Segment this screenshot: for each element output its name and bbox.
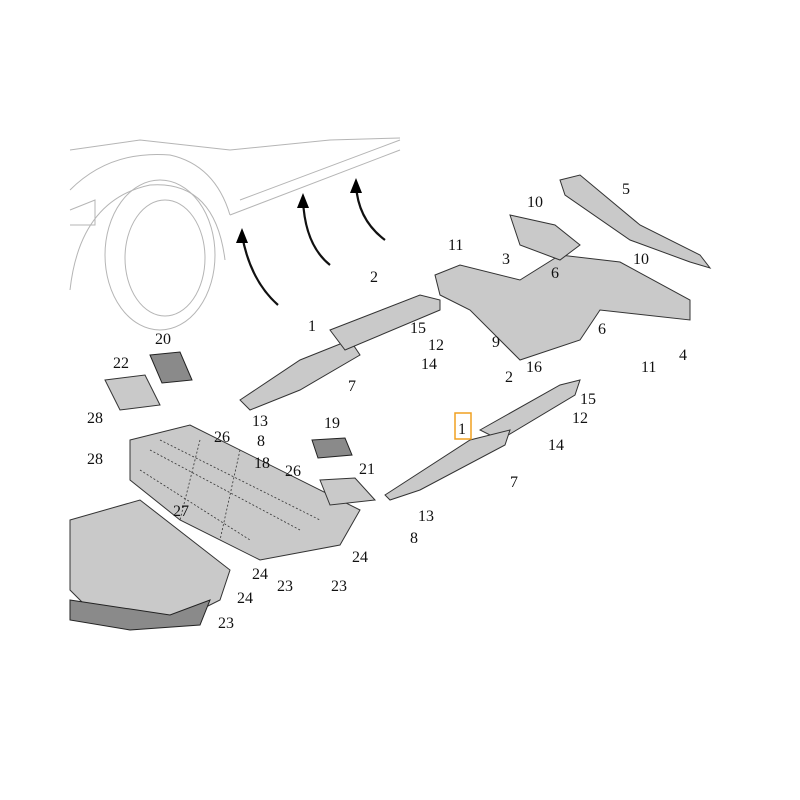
callout[interactable]: 23 — [277, 578, 293, 595]
callout[interactable]: 8 — [410, 530, 418, 547]
callout[interactable]: 24 — [237, 590, 253, 607]
callout[interactable]: 9 — [492, 334, 500, 351]
callout[interactable]: 14 — [421, 356, 437, 373]
callout[interactable]: 13 — [252, 413, 268, 430]
callout[interactable]: 1 — [308, 318, 316, 335]
callout-labels: 20 22 28 28 26 8 18 27 24 23 24 23 19 26… — [87, 181, 687, 632]
callout[interactable]: 23 — [331, 578, 347, 595]
callout[interactable]: 24 — [352, 549, 368, 566]
bracket-22 — [104, 374, 161, 411]
callout[interactable]: 28 — [87, 410, 103, 427]
callout[interactable]: 16 — [526, 359, 542, 376]
callout[interactable]: 10 — [633, 251, 649, 268]
callout[interactable]: 15 — [410, 320, 426, 337]
callout[interactable]: 7 — [510, 474, 518, 491]
bracket-20 — [149, 351, 193, 384]
callout[interactable]: 26 — [285, 463, 301, 480]
side-cover-right — [384, 379, 581, 501]
callout[interactable]: 6 — [598, 321, 606, 338]
vehicle-outline — [69, 137, 401, 331]
callout[interactable]: 12 — [428, 337, 444, 354]
callout[interactable]: 5 — [622, 181, 630, 198]
callout[interactable]: 6 — [551, 265, 559, 282]
lift-arrows — [236, 178, 386, 306]
callout[interactable]: 12 — [572, 410, 588, 427]
callout-highlighted[interactable]: 1 — [458, 421, 466, 438]
highlight-box — [454, 412, 472, 440]
callout[interactable]: 18 — [254, 455, 270, 472]
callout[interactable]: 24 — [252, 566, 268, 583]
bracket-19 — [311, 437, 353, 459]
callout[interactable]: 15 — [580, 391, 596, 408]
side-cover-left — [239, 294, 441, 411]
callout[interactable]: 28 — [87, 451, 103, 468]
callout[interactable]: 11 — [641, 359, 656, 376]
center-tunnel-cover — [434, 214, 691, 361]
callout[interactable]: 14 — [548, 437, 564, 454]
bracket-21 — [319, 477, 377, 506]
callout[interactable]: 10 — [527, 194, 543, 211]
callout[interactable]: 4 — [679, 347, 687, 364]
callout[interactable]: 3 — [502, 251, 510, 268]
callout[interactable]: 2 — [370, 269, 378, 286]
rear-crossmember-5 — [559, 174, 712, 269]
callout[interactable]: 8 — [257, 433, 265, 450]
callout[interactable]: 26 — [214, 429, 230, 446]
callout[interactable]: 19 — [324, 415, 340, 432]
front-undercover — [69, 424, 361, 631]
callout[interactable]: 22 — [113, 355, 129, 372]
callout[interactable]: 20 — [155, 331, 171, 348]
callout[interactable]: 13 — [418, 508, 434, 525]
callout[interactable]: 11 — [448, 237, 463, 254]
callout[interactable]: 21 — [359, 461, 375, 478]
callout[interactable]: 7 — [348, 378, 356, 395]
callout[interactable]: 23 — [218, 615, 234, 632]
callout[interactable]: 2 — [505, 369, 513, 386]
callout[interactable]: 27 — [173, 503, 189, 520]
